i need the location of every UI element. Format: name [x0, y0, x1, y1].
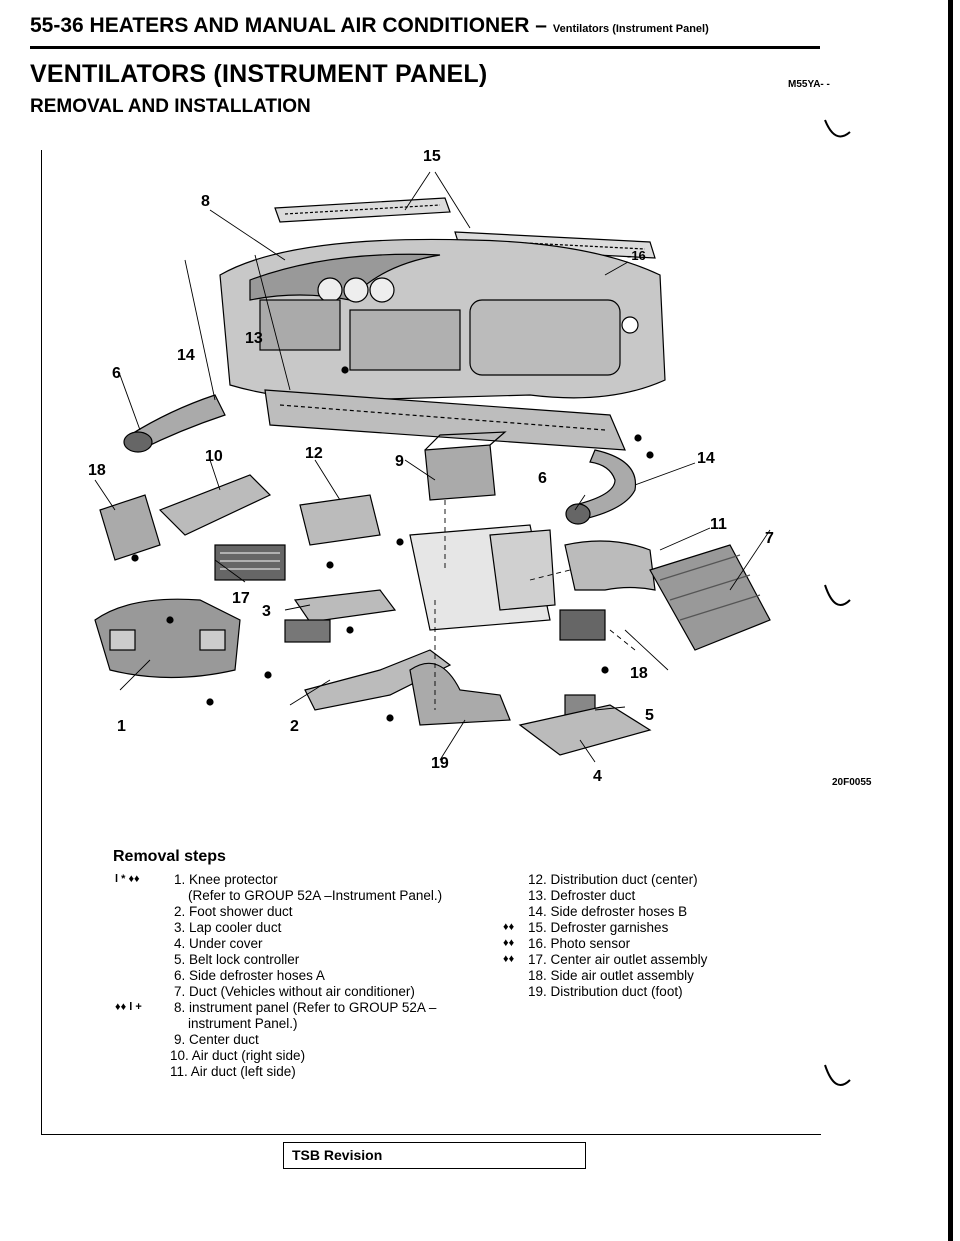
defroster-duct — [264, 389, 626, 451]
callout-10: 10 — [205, 448, 223, 465]
callout-14-right: 14 — [697, 450, 715, 467]
step-item: 15. Defroster garnishes — [528, 920, 669, 935]
document-code: M55YA- - — [788, 79, 830, 90]
step-item: 3. Lap cooler duct — [174, 920, 282, 935]
lap-cooler-duct — [284, 589, 397, 643]
step-item: 4. Under cover — [174, 936, 263, 951]
callout-12: 12 — [305, 445, 323, 462]
page-header: 55-36 HEATERS AND MANUAL AIR CONDITIONER… — [30, 14, 709, 38]
callout-16: -16 — [627, 248, 646, 263]
step-15-marks: ♦♦ — [503, 921, 515, 933]
center-air-outlet — [214, 544, 286, 581]
header-subsection: Ventilators (Instrument Panel) — [552, 23, 709, 35]
step-item: 14. Side defroster hoses B — [528, 904, 688, 919]
page-title: VENTILATORS (INSTRUMENT PANEL) — [30, 60, 488, 88]
step-item: 11. Air duct (left side) — [170, 1064, 296, 1079]
side-defroster-hose-right — [565, 449, 637, 525]
left-margin-rule — [41, 150, 42, 1135]
step-item: 18. Side air outlet assembly — [528, 968, 694, 983]
callout-11: 11 — [710, 516, 727, 533]
step-item: 6. Side defroster hoses A — [174, 968, 325, 983]
callout-14-left: 14 — [177, 347, 195, 364]
callout-6-right: 6 — [538, 470, 547, 487]
callout-15: 15 — [423, 148, 441, 165]
step-item: 16. Photo sensor — [528, 936, 631, 951]
callout-18-right: 18 — [630, 665, 648, 682]
duct-no-ac — [649, 544, 771, 651]
step-1-marks: l * ♦♦ — [115, 873, 140, 885]
callout-3: 3 — [262, 603, 271, 620]
callout-1: 1 — [117, 718, 126, 735]
step-item: 13. Defroster duct — [528, 888, 636, 903]
callout-2: 2 — [290, 718, 299, 735]
tsb-revision-box: TSB Revision — [283, 1142, 586, 1169]
air-duct-right — [99, 474, 272, 561]
step-17-marks: ♦♦ — [503, 953, 515, 965]
step-item: 19. Distribution duct (foot) — [528, 984, 683, 999]
figure-code: 20F0055 — [832, 777, 872, 788]
distribution-duct-center — [299, 494, 381, 546]
defroster-garnish-left — [274, 197, 451, 223]
distribution-duct-foot — [409, 662, 511, 726]
tsb-revision-label: TSB Revision — [292, 1147, 383, 1163]
step-item: 1. Knee protector — [174, 872, 278, 887]
exploded-view-diagram — [94, 171, 771, 763]
center-duct — [424, 431, 507, 501]
step-item-note: instrument Panel.) — [188, 1016, 298, 1031]
side-defroster-hose-left — [123, 394, 226, 453]
callout-18-left: 18 — [88, 462, 106, 479]
air-duct-left — [564, 540, 656, 591]
callout-13: 13 — [245, 330, 263, 347]
callout-17: 17 — [232, 590, 250, 607]
step-item: 10. Air duct (right side) — [170, 1048, 306, 1063]
header-section: 55-36 HEATERS AND MANUAL AIR CONDITIONER… — [30, 14, 547, 37]
callout-6-left: 6 — [112, 365, 121, 382]
binder-marks — [824, 119, 851, 1086]
foot-shower-duct — [304, 649, 452, 711]
removal-steps-title: Removal steps — [113, 848, 226, 865]
step-item: 17. Center air outlet assembly — [528, 952, 708, 967]
step-item-note: (Refer to GROUP 52A –Instrument Panel.) — [188, 888, 443, 903]
right-page-border — [948, 0, 953, 1241]
page-subtitle: REMOVAL AND INSTALLATION — [30, 96, 311, 117]
callout-9: 9 — [395, 453, 404, 470]
callout-5: 5 — [645, 707, 654, 724]
step-item: 5. Belt lock controller — [174, 952, 300, 967]
side-air-outlet — [559, 609, 606, 641]
callout-8: 8 — [201, 193, 210, 210]
step-item: 8. instrument panel (Refer to GROUP 52A … — [174, 1000, 437, 1015]
heater-unit — [409, 524, 556, 631]
knee-protector — [94, 598, 241, 679]
step-item: 12. Distribution duct (center) — [528, 872, 698, 887]
callout-19: 19 — [431, 755, 449, 772]
step-8-marks: ♦♦ l + — [115, 1001, 142, 1013]
step-16-marks: ♦♦ — [503, 937, 515, 949]
step-item: 9. Center duct — [174, 1032, 259, 1047]
footer-rule — [41, 1134, 821, 1135]
step-item: 2. Foot shower duct — [174, 904, 293, 919]
header-rule — [30, 46, 820, 49]
under-cover — [518, 704, 652, 756]
callout-7: 7 — [765, 530, 774, 547]
step-item: 7. Duct (Vehicles without air conditione… — [174, 984, 415, 999]
callout-4: 4 — [593, 768, 602, 785]
